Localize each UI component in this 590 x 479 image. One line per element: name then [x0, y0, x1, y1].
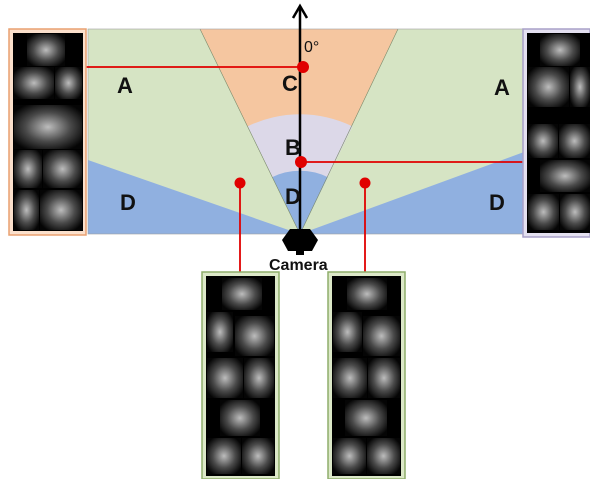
marker-zone-c	[297, 61, 309, 73]
zone-c-label: C	[282, 71, 298, 96]
marker-zone-a-left	[234, 177, 246, 189]
sample-panel-right	[522, 28, 590, 238]
zone-d-right-label: D	[489, 190, 505, 215]
zone-b-label: B	[285, 135, 301, 160]
zone-a-left-label: A	[117, 73, 133, 98]
zone-a-right-label: A	[494, 75, 510, 100]
camera-label: Camera	[269, 257, 328, 274]
axis-arrowhead	[291, 3, 309, 19]
angle-label: 0°	[304, 39, 319, 56]
sample-panel-bottom-left	[201, 271, 280, 479]
sample-panel-bottom-right	[327, 271, 406, 479]
zone-d-left-label: D	[120, 190, 136, 215]
sample-panel-left	[8, 28, 87, 236]
zone-d-left-region	[88, 160, 300, 234]
marker-zone-a-right	[359, 177, 371, 189]
zone-d-center-label: D	[285, 184, 301, 209]
zone-d-right-region	[300, 152, 524, 234]
marker-zone-b	[295, 156, 307, 168]
camera-icon	[282, 229, 318, 255]
